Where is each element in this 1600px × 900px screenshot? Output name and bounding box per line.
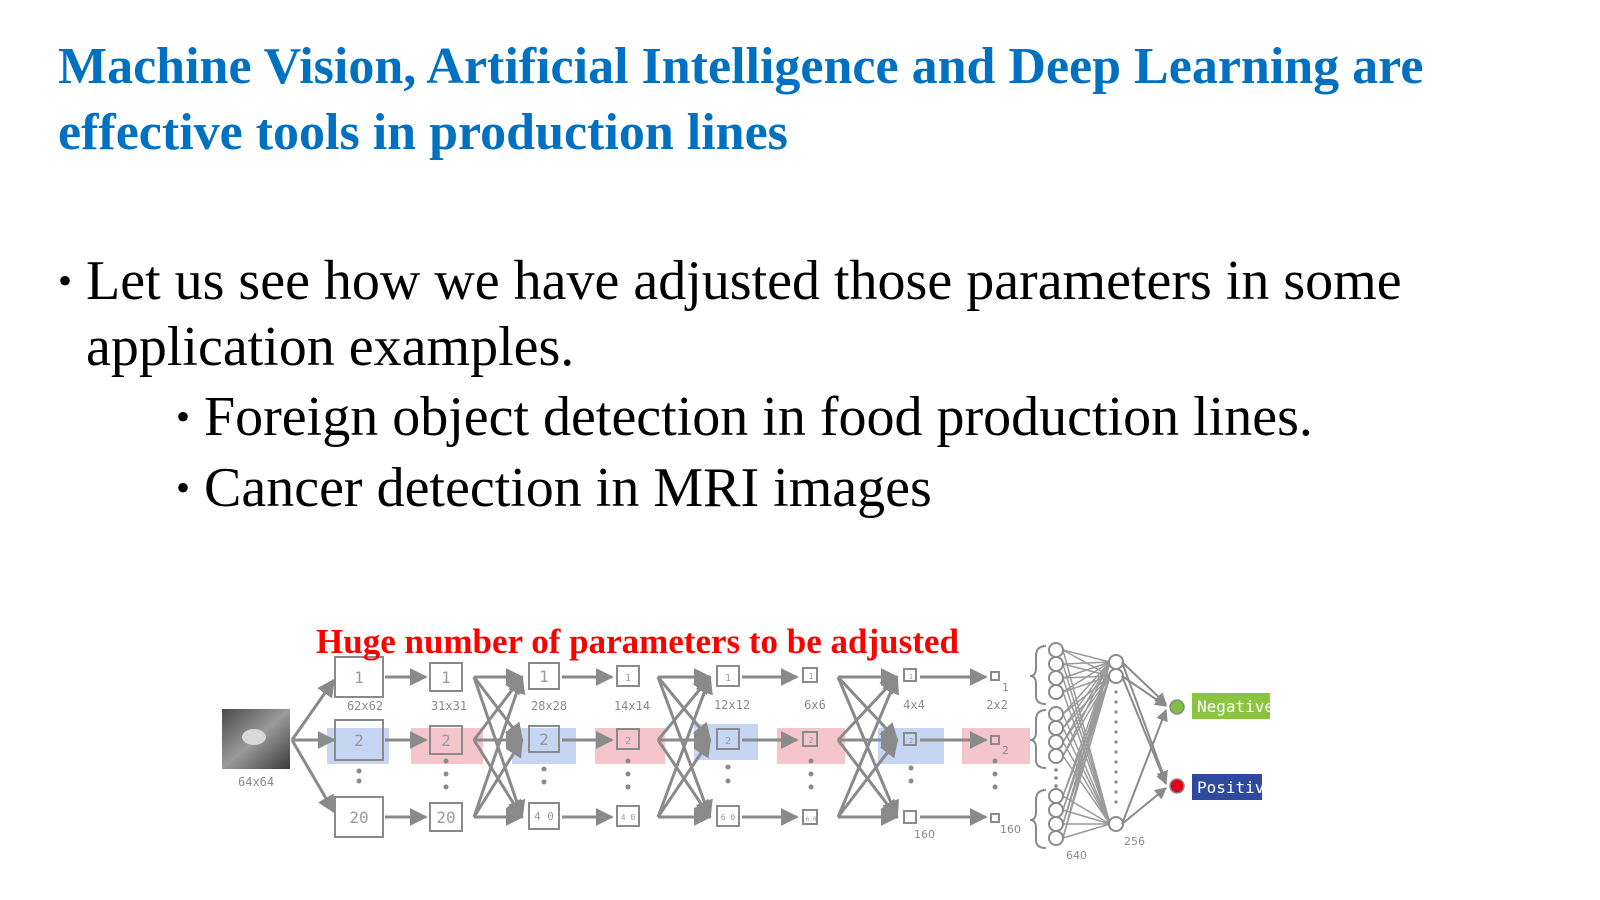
map-label: 1 [539,667,549,686]
input-size-label: 64x64 [238,775,274,789]
bullet-level2: • Foreign object detection in food produ… [176,384,1564,450]
map-label: 2 [539,730,549,749]
map-label: 2 [909,737,913,745]
map-label: 2 [441,731,451,750]
bullet-dot: • [176,465,191,510]
map-label: 1 [625,673,631,684]
map-label: 1 [909,673,913,681]
map-label: 1 [725,673,731,684]
map-box [716,728,740,750]
count-label: 2 [1002,744,1009,757]
map-label: 2 [625,736,631,747]
map-box [990,671,1000,681]
bullet-level2: • Cancer detection in MRI images [176,455,1564,521]
count-label: 640 [1066,849,1087,862]
map-label: 1 [809,672,814,681]
map-box [616,805,640,827]
map-label: 2 [809,736,814,745]
map-label: 1 [354,668,364,687]
map-box [716,665,740,687]
positive-label-bg [1192,774,1262,800]
map-label: 4 0 [534,810,554,823]
map-label: 4 0 [621,813,636,822]
positive-output-node [1169,778,1185,794]
map-size-label: 14x14 [614,699,650,713]
count-label: 1 [1002,681,1009,694]
bullet-text: Foreign object detection in food product… [204,386,1313,448]
map-box [990,735,1000,745]
ellipsis-dots [356,758,998,790]
parameters-callout: Huge number of parameters to be adjusted [316,622,959,661]
map-box [334,719,384,761]
map-box [802,731,818,747]
map-box [802,809,818,825]
map-label: 2 [354,731,364,750]
map-box [334,796,384,838]
count-label: 160 [914,828,935,841]
map-box [429,662,463,692]
negative-label: Negative [1197,697,1274,716]
slide-title: Machine Vision, Artificial Intelligence … [58,38,1424,161]
band-pink [962,728,1030,764]
bullet-text: Cancer detection in MRI images [204,457,932,519]
count-label: 160 [1000,823,1021,836]
map-size-label: 28x28 [531,699,567,713]
map-size-label: 12x12 [714,698,750,712]
map-label: 2 [725,736,731,747]
map-box [903,732,917,746]
map-box [429,802,463,832]
map-box [616,728,640,750]
map-box [429,725,463,755]
map-box [528,662,560,690]
map-label: 6 0 [806,816,817,823]
feature-maps [334,656,1000,838]
map-size-label: 62x62 [347,699,383,713]
map-size-label: 6x6 [804,698,826,712]
negative-label-bg [1192,693,1270,719]
map-box [903,668,917,682]
map-label: 20 [436,808,455,827]
map-box [334,656,384,698]
mri-lesion [242,729,266,745]
map-box [528,802,560,830]
map-box [716,805,740,827]
braces [1029,645,1047,849]
bullet-dot: • [58,258,73,303]
count-label: 256 [1124,835,1145,848]
map-box [616,665,640,687]
negative-output-node [1169,699,1185,715]
band-blue [327,728,389,764]
map-box [990,813,1000,823]
map-size-label: 2x2 [986,698,1008,712]
bullet-text: Let us see how we have adjusted those pa… [86,250,1402,378]
map-box [802,667,818,683]
positive-label: Positive [1197,778,1274,797]
map-label: 6 0 [721,813,736,822]
map-label: 1 [441,668,451,687]
neuron-layer-640 [1048,642,1064,846]
bullet-level1: • Let us see how we have adjusted those … [58,248,1506,380]
dense-connections [1062,649,1111,839]
bullet-dot: • [176,394,191,439]
map-size-label: 4x4 [903,698,925,712]
map-box [528,725,560,753]
map-size-label: 31x31 [431,699,467,713]
map-box [903,810,917,824]
map-label: 20 [349,808,368,827]
cnn-diagram: 64x64 [222,642,1274,862]
